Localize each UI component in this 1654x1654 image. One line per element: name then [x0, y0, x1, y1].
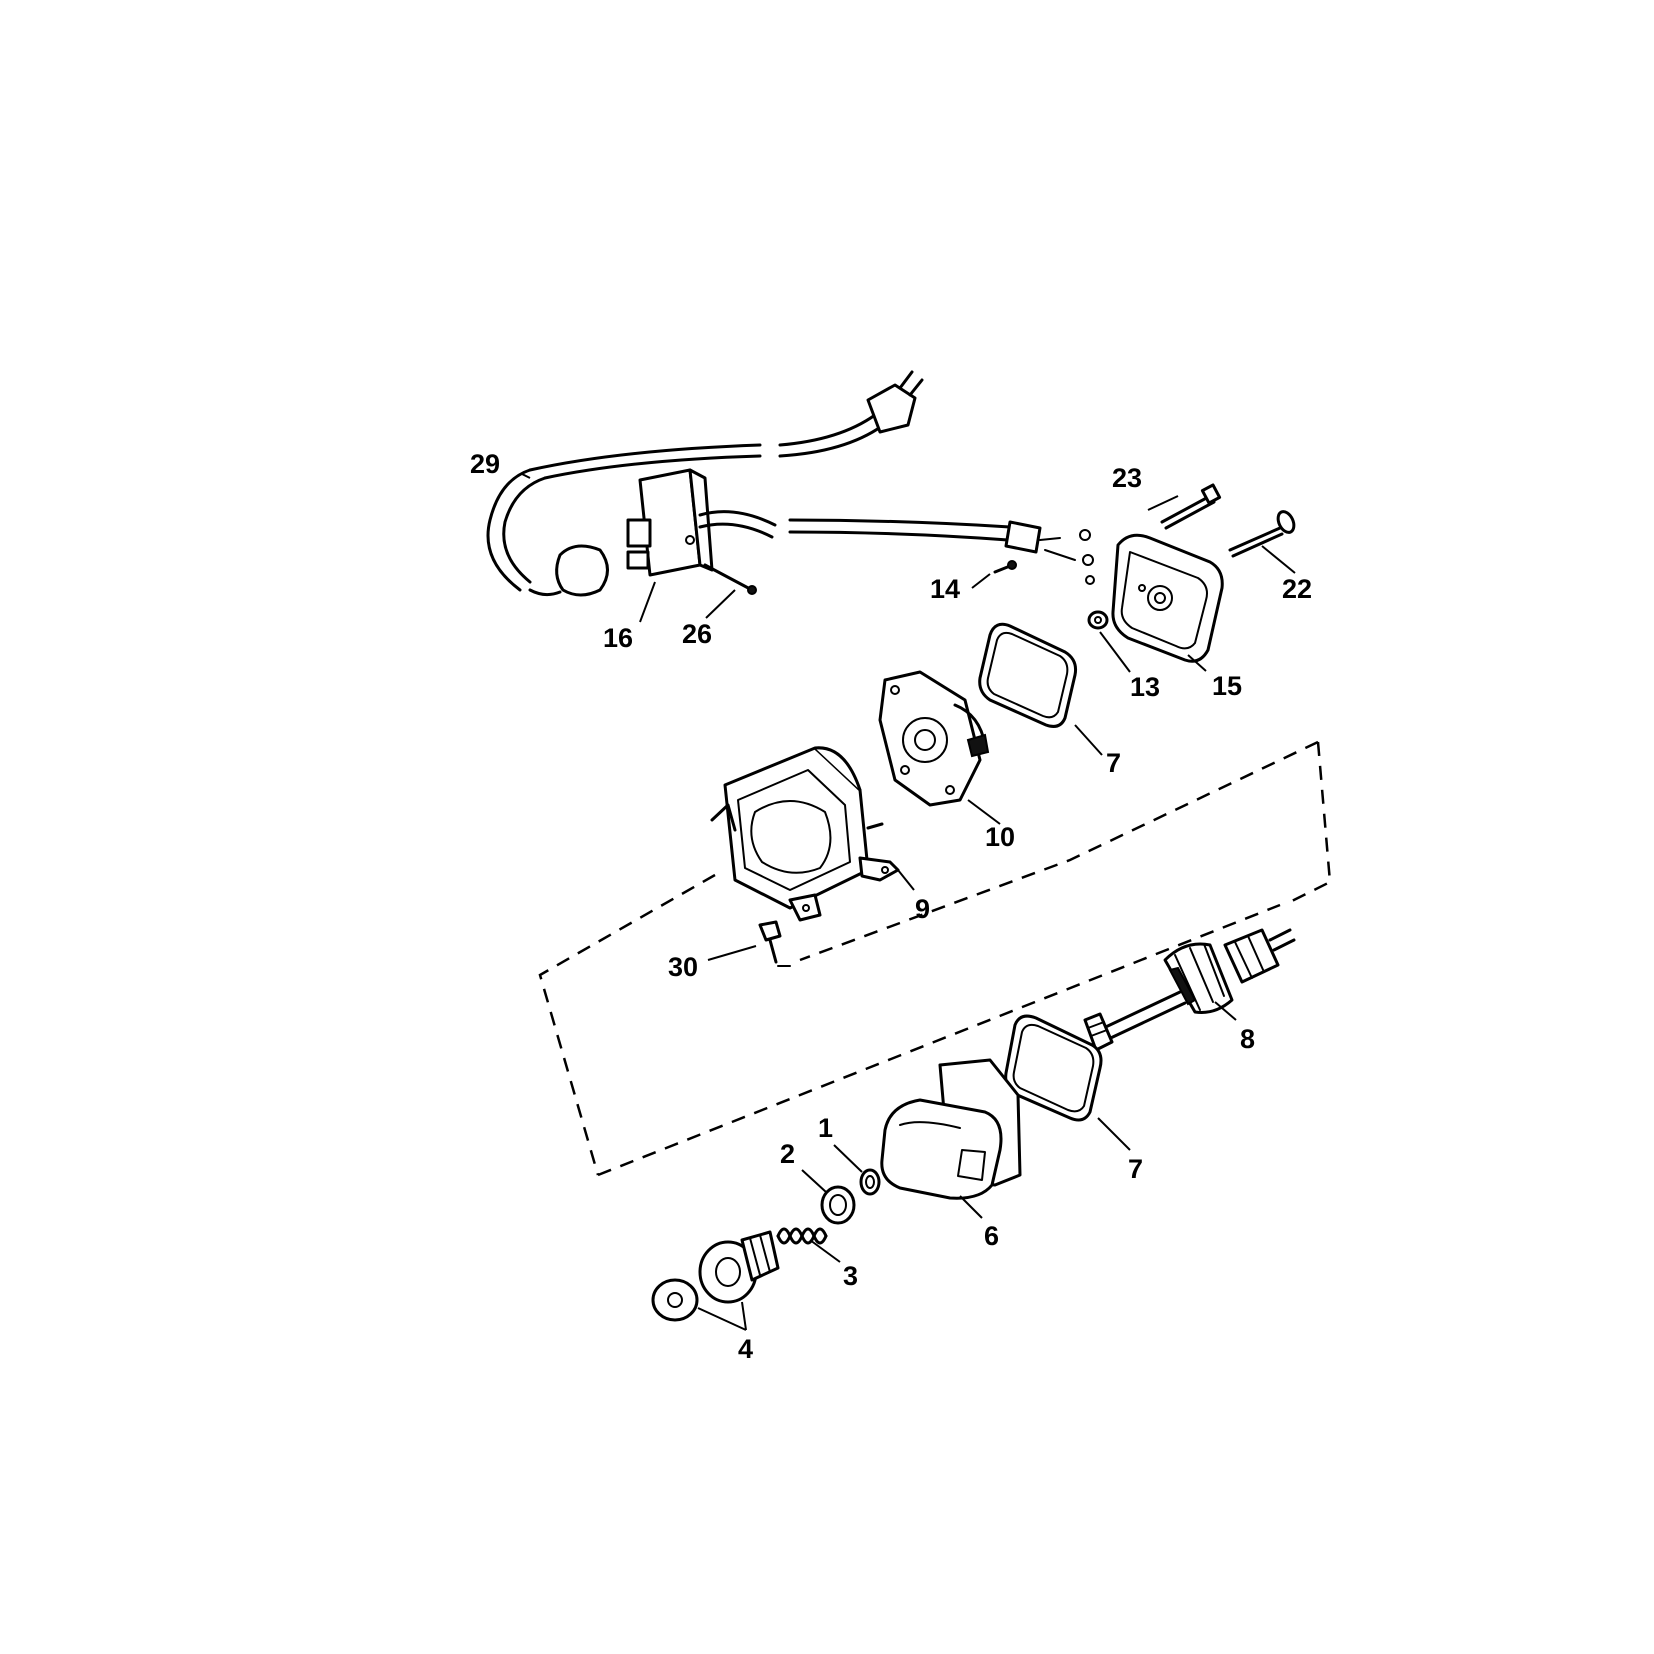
gasket-upper: [978, 622, 1077, 728]
screw-23: [1160, 483, 1222, 530]
label-2: 2: [780, 1139, 795, 1169]
gasket-lower: [1004, 1014, 1103, 1122]
label-3: 3: [843, 1261, 858, 1291]
label-4: 4: [738, 1334, 753, 1364]
label-16: 16: [603, 623, 633, 653]
label-10: 10: [985, 822, 1015, 852]
assembly-outline: [538, 740, 1332, 1177]
label-15: 15: [1212, 671, 1242, 701]
screw-30: [758, 920, 791, 967]
armature: [1083, 928, 1296, 1052]
label-29: 29: [470, 449, 500, 479]
label-1: 1: [818, 1113, 833, 1143]
drive-gear-4: [651, 1230, 780, 1322]
label-23: 23: [1112, 463, 1142, 493]
thrust-washer-2: [820, 1185, 856, 1225]
field-housing: [710, 746, 900, 922]
switch-box: [626, 468, 777, 595]
label-7-lower: 7: [1128, 1154, 1143, 1184]
power-cord: [486, 370, 924, 597]
nut-13: [1087, 610, 1109, 630]
bolt-22: [1228, 510, 1296, 558]
end-cap: [1111, 533, 1224, 663]
label-30: 30: [668, 952, 698, 982]
label-9: 9: [915, 894, 930, 924]
label-6: 6: [984, 1221, 999, 1251]
label-13: 13: [1130, 672, 1160, 702]
label-8: 8: [1240, 1024, 1255, 1054]
motor-cable: [788, 518, 1095, 585]
screw-14: [993, 560, 1017, 574]
brush-plate: [878, 670, 990, 807]
label-7-upper: 7: [1106, 748, 1121, 778]
leader-lines: [521, 473, 1296, 1331]
label-14: 14: [930, 574, 960, 604]
part-labels: 29 16 26 23 22 14 13 15 7 10 9 30 8 7 6 …: [470, 449, 1312, 1364]
gear-housing: [880, 1058, 1022, 1200]
spring-3: [776, 1227, 828, 1245]
washer-1: [859, 1168, 881, 1196]
label-22: 22: [1282, 574, 1312, 604]
label-26: 26: [682, 619, 712, 649]
